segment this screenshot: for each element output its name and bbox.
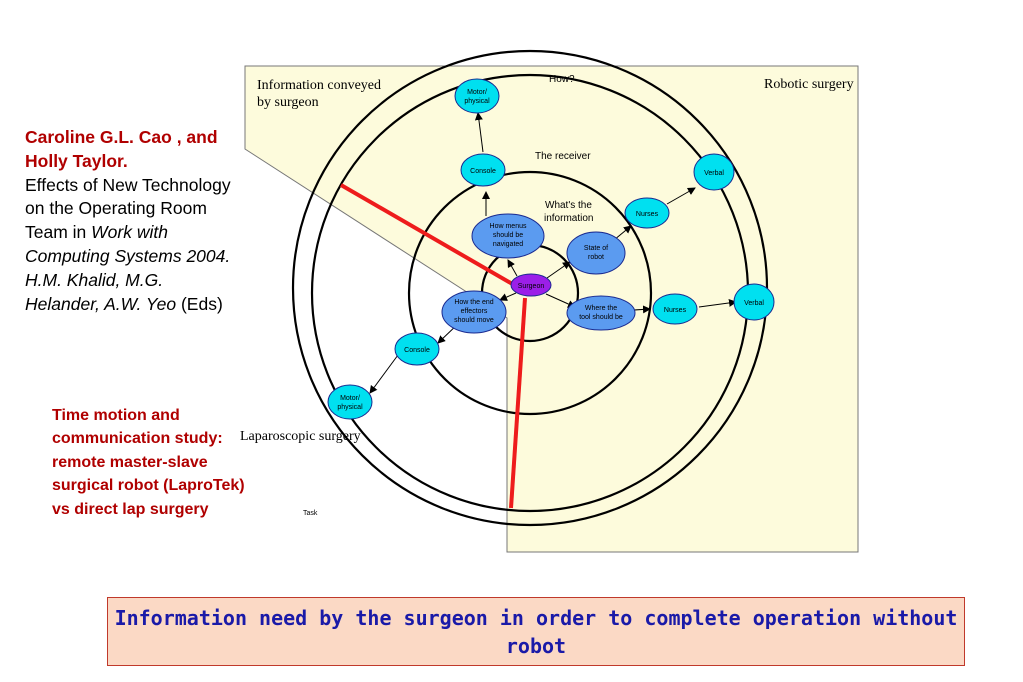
study-note: Time motion and communication study: rem… [52, 407, 245, 518]
svg-text:Surgeon: Surgeon [518, 283, 545, 290]
how-label: How? [549, 74, 575, 85]
caption-box: Information need by the surgeon in order… [107, 597, 965, 666]
svg-text:Where the: Where the [585, 305, 617, 312]
node-tool-position: Where the tool should be [566, 295, 636, 331]
whats-info-line2: information [544, 213, 593, 224]
svg-text:should be: should be [493, 232, 523, 239]
node-verbal-top: Verbal [693, 153, 735, 191]
node-console-top: Console [460, 153, 506, 187]
node-end-effectors: How the end effectors should move [441, 290, 507, 334]
svg-text:physical: physical [337, 404, 363, 411]
svg-text:Nurses: Nurses [636, 211, 659, 218]
svg-text:State of: State of [584, 245, 608, 252]
node-state-of-robot: State of robot [566, 231, 626, 275]
citation-eds: (Eds) [176, 293, 223, 314]
svg-text:effectors: effectors [461, 308, 488, 315]
svg-text:physical: physical [464, 98, 490, 105]
laparoscopic-surgery-label: Laparoscopic surgery [240, 429, 361, 444]
caption-text: Information need by the surgeon in order… [114, 606, 958, 658]
node-verbal-right: Verbal [733, 283, 775, 321]
node-nurses-top: Nurses [624, 197, 670, 229]
node-how-menus: How menus should be navigated [471, 213, 545, 259]
whats-info-line1: What's the [545, 200, 592, 211]
svg-text:How menus: How menus [490, 223, 527, 230]
svg-text:tool should be: tool should be [579, 314, 623, 321]
svg-text:Motor/: Motor/ [467, 89, 487, 96]
citation-book: Work with Computing Systems 2004. H.M. K… [25, 222, 231, 314]
svg-text:Nurses: Nurses [664, 307, 687, 314]
task-label: Task [303, 510, 318, 517]
robotic-surgery-label: Robotic surgery [764, 77, 854, 92]
node-motor-bottom: Motor/ physical [327, 384, 373, 420]
divider-line-bottom [509, 297, 527, 509]
node-console-bottom: Console [394, 332, 440, 366]
svg-text:Console: Console [404, 347, 430, 354]
node-motor-top: Motor/ physical [454, 78, 500, 114]
svg-text:navigated: navigated [493, 241, 523, 248]
svg-text:Verbal: Verbal [744, 300, 764, 307]
svg-text:robot: robot [588, 254, 604, 261]
node-nurses-right: Nurses [652, 293, 698, 325]
divider-line-left [339, 183, 523, 291]
svg-text:Console: Console [470, 168, 496, 175]
diagram-title-line1: Information conveyed [257, 78, 381, 93]
citation: Caroline G.L. Cao , and Holly Taylor. Ef… [25, 126, 240, 316]
citation-title: Effects of New Technology on the Operati… [25, 174, 231, 243]
diagram-title-line2: by surgeon [257, 95, 319, 110]
svg-text:Motor/: Motor/ [340, 395, 360, 402]
svg-text:should move: should move [454, 317, 494, 324]
svg-text:How the end: How the end [454, 299, 493, 306]
svg-text:Verbal: Verbal [704, 170, 724, 177]
citation-authors: Caroline G.L. Cao , and Holly Taylor. [25, 127, 218, 171]
node-surgeon: Surgeon [510, 273, 552, 297]
receiver-label: The receiver [535, 151, 591, 162]
